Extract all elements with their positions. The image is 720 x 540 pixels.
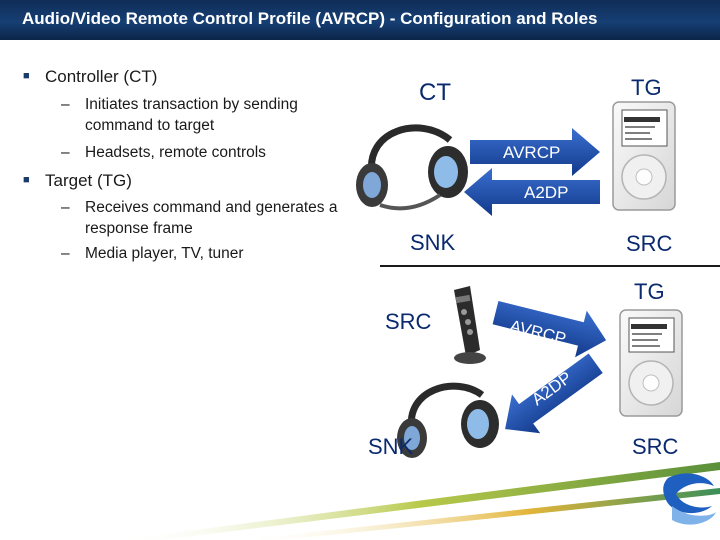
tg-label-bottom: TG (634, 279, 665, 304)
slide-title: Audio/Video Remote Control Profile (AVRC… (22, 9, 598, 28)
src-label: SRC (626, 231, 673, 256)
avrcp-arrow-bottom (492, 301, 607, 358)
decorative-swoosh (120, 462, 720, 540)
src-label-bottom: SRC (632, 434, 679, 459)
sub-bullet-text: Receives command and generates a respons… (85, 199, 338, 237)
sub-bullet: – Headsets, remote controls (61, 144, 266, 161)
tg-label: TG (631, 75, 662, 100)
sub-bullet-text: Headsets, remote controls (85, 144, 266, 161)
sub-bullet: – Receives command and generates a respo… (61, 199, 338, 237)
avrcp-arrow-top (470, 128, 600, 176)
headset-icon (356, 124, 468, 211)
snk-label: SNK (410, 230, 456, 255)
sub-bullet: – Media player, TV, tuner (61, 245, 244, 262)
a2dp-arrow-top (464, 168, 600, 216)
sub-bullet-text: Initiates transaction by sending command… (85, 96, 298, 134)
bullet-label: Target (TG) (45, 171, 132, 190)
bullet-label: Controller (CT) (45, 67, 158, 86)
bullet-square-icon: ■ (23, 174, 30, 186)
snk-label-bottom: SNK (368, 434, 414, 459)
sub-bullet-text: Media player, TV, tuner (85, 245, 244, 262)
avrcp-arrow-label: AVRCP (503, 143, 561, 162)
remote-control-icon (454, 286, 486, 364)
ct-label: CT (419, 79, 451, 106)
src-remote-label: SRC (385, 309, 432, 334)
media-player-icon (619, 309, 683, 417)
media-player-icon (612, 101, 676, 211)
bullet-target: ■ Target (TG) (23, 171, 132, 191)
a2dp-arrow-bottom (505, 353, 603, 434)
a2dp-arrow-label: A2DP (524, 183, 569, 202)
title-bar: Audio/Video Remote Control Profile (AVRC… (0, 0, 720, 40)
headset-icon (397, 382, 499, 458)
csr-logo (663, 473, 716, 525)
bullet-controller: ■ Controller (CT) (23, 67, 158, 87)
sub-bullet: – Initiates transaction by sending comma… (61, 96, 298, 134)
bullet-square-icon: ■ (23, 70, 30, 82)
